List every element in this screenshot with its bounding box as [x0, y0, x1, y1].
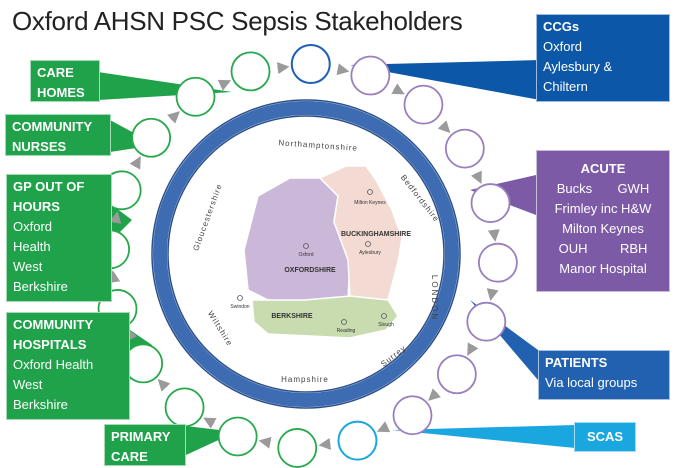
community-nurses-line-1: COMMUNITY	[12, 119, 93, 134]
region-ring-outer-edge	[151, 99, 461, 409]
ring-label-south: Hampshire	[281, 375, 329, 384]
ring-arrow	[336, 63, 350, 76]
stakeholder-node	[131, 117, 172, 158]
ring-arrow	[391, 83, 405, 95]
stakeholder-node	[436, 354, 477, 395]
gp-line-6: Berkshire	[13, 279, 68, 294]
stakeholder-node	[466, 301, 507, 342]
community-hospitals-line-1: COMMUNITY	[13, 317, 94, 332]
town-label-swindon: Swindon	[230, 304, 249, 310]
community-nurses-line-2: NURSES	[12, 139, 67, 154]
community-nurses-box[interactable]: COMMUNITY NURSES	[5, 114, 111, 156]
scas-box[interactable]: SCAS	[574, 422, 636, 452]
buckinghamshire-shape	[318, 165, 403, 303]
stakeholder-node	[350, 55, 391, 96]
acute-line-3: Frimley inc H&W	[554, 201, 652, 216]
ring-arrow	[217, 79, 232, 91]
gp-out-of-hours-box[interactable]: GP OUT OF HOURS Oxford Health West Berks…	[6, 174, 112, 302]
stakeholder-node	[337, 420, 378, 461]
gp-line-2: HOURS	[13, 199, 60, 214]
stakeholder-node	[403, 84, 444, 125]
town-label-aylesbury: Aylesbury	[359, 250, 381, 256]
town-markers	[237, 189, 387, 325]
ccgs-line-2: Oxford	[543, 39, 583, 54]
ring-arrow	[276, 62, 290, 75]
stakeholder-node	[290, 44, 331, 85]
county-label-oxfordshire: OXFORDSHIRE	[284, 267, 336, 274]
stakeholder-node	[164, 387, 205, 428]
primary-care-line-1: PRIMARY	[111, 429, 171, 444]
stakeholder-node	[392, 395, 433, 436]
ccgs-line-3: Aylesbury &	[543, 59, 613, 74]
ring-arrow	[167, 111, 180, 124]
care-homes-box[interactable]: CARE HOMES	[30, 60, 100, 102]
ring-arrow	[203, 417, 217, 429]
community-hospitals-line-4: West	[13, 377, 43, 392]
acute-line-2: Bucks GWH	[556, 181, 650, 196]
ccgs-line-4: Chiltern	[543, 79, 588, 94]
stakeholder-node	[217, 416, 258, 457]
community-hospitals-line-3: Oxford Health	[13, 357, 94, 372]
ring-arrow	[467, 342, 479, 356]
acute-line-5: OUH RBH	[558, 241, 648, 256]
gp-line-3: Oxford	[13, 219, 53, 234]
ring-arrow	[376, 421, 391, 433]
gp-line-1: GP OUT OF	[13, 179, 85, 194]
ring-arrow	[129, 156, 141, 170]
ring-arrow	[258, 436, 272, 449]
acute-line-4: Milton Keynes	[562, 221, 644, 236]
ccgs-line-1: CCGs	[543, 19, 580, 34]
gp-line-4: Health	[13, 239, 51, 254]
stakeholder-node	[277, 428, 318, 468]
region-ring-inner-edge	[167, 115, 445, 393]
berkshire-shape	[251, 295, 399, 339]
care-homes-line-2: HOMES	[37, 85, 85, 100]
town-label-oxford: Oxford	[298, 252, 313, 258]
stakeholder-node	[470, 183, 511, 223]
stakeholder-node	[175, 76, 216, 117]
patients-box[interactable]: PATIENTS Via local groups	[538, 350, 670, 400]
ring-arrow	[109, 210, 122, 224]
care-homes-line-1: CARE	[37, 65, 74, 80]
town-label-milton-keynes: Milton Keynes	[354, 200, 386, 206]
ring-arrow	[157, 378, 171, 392]
county-map	[243, 165, 403, 339]
ring-arrow	[318, 437, 332, 450]
primary-care-box[interactable]: PRIMARY CARE	[104, 424, 186, 466]
community-hospitals-box[interactable]: COMMUNITY HOSPITALS Oxford Health West B…	[6, 312, 130, 420]
acute-box[interactable]: ACUTE Bucks GWH Frimley inc H&W Milton K…	[536, 150, 670, 292]
oxfordshire-shape	[243, 177, 351, 303]
stakeholder-node	[444, 128, 485, 169]
ring-arrow	[470, 170, 482, 184]
page-title: Oxford AHSN PSC Sepsis Stakeholders	[12, 6, 463, 36]
ccgs-pointer	[350, 60, 540, 100]
community-hospitals-line-5: Berkshire	[13, 397, 68, 412]
ring-label-east: LONDON	[430, 275, 439, 321]
ring-arrow	[486, 288, 499, 302]
community-hospitals-line-2: HOSPITALS	[13, 337, 87, 352]
ccgs-box[interactable]: CCGs Oxford Aylesbury & Chiltern	[536, 14, 670, 102]
gp-line-5: West	[13, 259, 43, 274]
county-label-berkshire: BERKSHIRE	[271, 313, 313, 320]
ring-arrow	[437, 120, 451, 134]
patients-line-1: PATIENTS	[545, 355, 608, 370]
patients-line-2: Via local groups	[545, 375, 638, 390]
primary-care-line-2: CARE	[111, 449, 148, 464]
stakeholder-node	[477, 242, 518, 283]
ring-arrow	[487, 229, 500, 242]
stakeholder-node	[230, 51, 271, 92]
town-label-reading: Reading	[337, 328, 356, 334]
town-label-slough: Slough	[378, 322, 394, 328]
scas-line-1: SCAS	[586, 429, 624, 444]
acute-line-6: Manor Hospital	[559, 261, 647, 276]
scas-pointer	[392, 425, 575, 448]
acute-line-1: ACUTE	[580, 161, 626, 176]
ring-arrows	[108, 62, 500, 450]
ring-arrow	[428, 388, 441, 401]
county-label-buckinghamshire: BUCKINGHAMSHIRE	[341, 231, 411, 238]
ring-arrow	[108, 270, 121, 283]
